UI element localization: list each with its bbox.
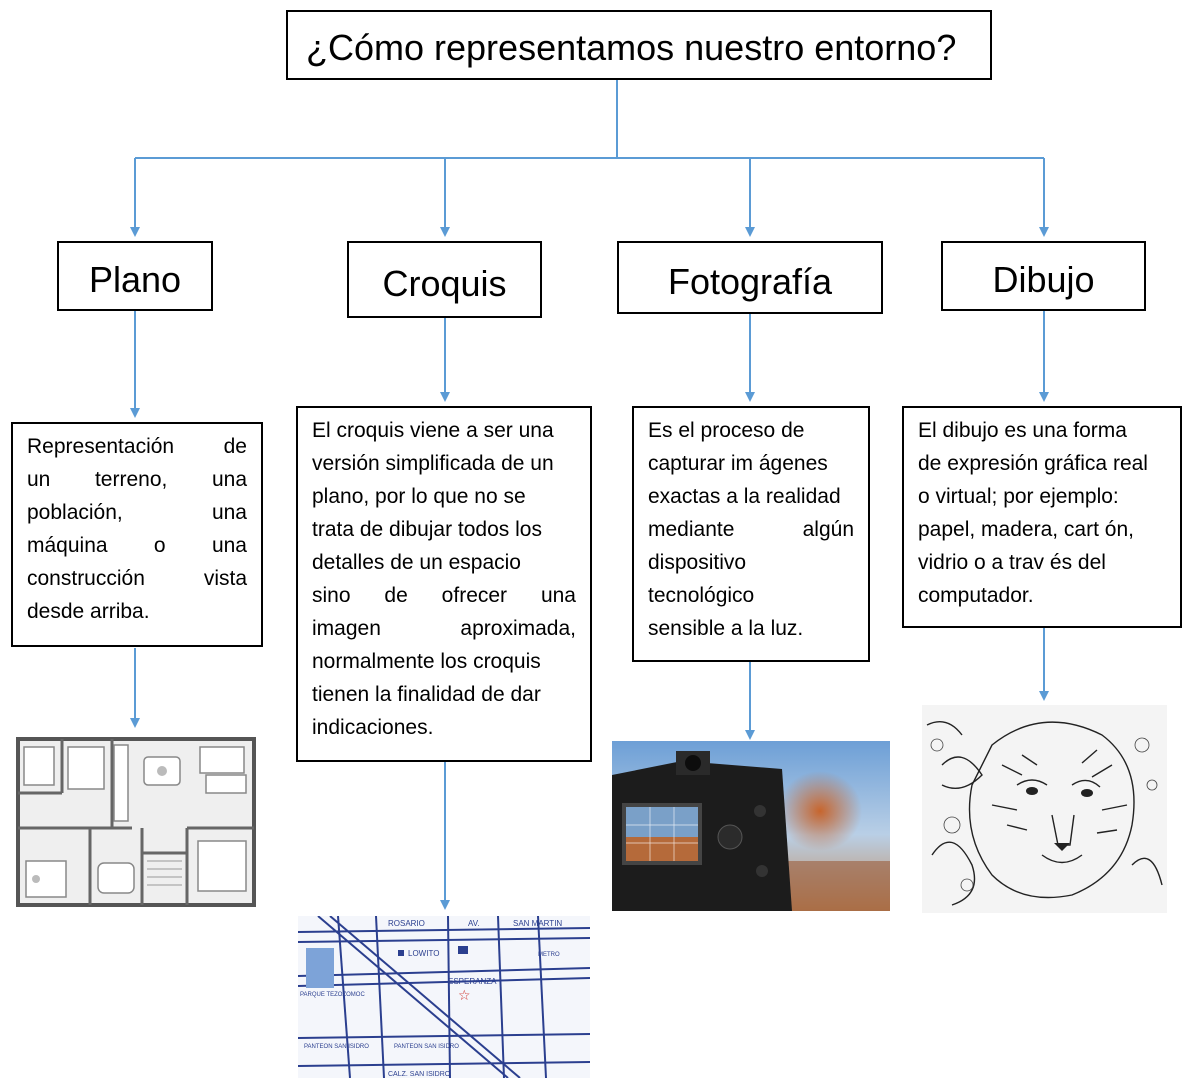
map-label: METRO [538, 952, 560, 958]
map-label: CALZ. SAN ISIDRO [388, 1071, 451, 1078]
description-fotografia: Es el proceso de capturar im ágenes exac… [632, 406, 870, 662]
description-line: de expresión gráfica real [918, 452, 1148, 475]
description-line: desde arriba. [27, 600, 150, 623]
description-line: trata de dibujar todos los [312, 518, 542, 541]
star-marker-icon: ☆ [458, 987, 471, 1003]
diagram-title: ¿Cómo representamos nuestro entorno? [306, 27, 957, 68]
description-line: indicaciones. [312, 716, 434, 739]
description-line: exactas a la realidad [648, 485, 841, 508]
map-label: AV. [468, 919, 480, 928]
category-plano: Plano [57, 241, 213, 311]
category-plano-label: Plano [88, 259, 182, 300]
description-line: tecnológico [648, 584, 755, 607]
description-line: dispositivo [648, 551, 747, 574]
map-label: ROSARIO [388, 919, 425, 928]
description-line: imagen aproximada, [312, 617, 576, 640]
description-line: versión simplificada de un [312, 452, 554, 475]
description-line: población, una [27, 501, 247, 524]
description-line: El dibujo es una forma [918, 419, 1127, 442]
description-line: computador. [918, 584, 1034, 607]
description-line: El croquis viene a ser una [312, 419, 554, 442]
map-label: PANTEON SAN ISIDRO [304, 1044, 369, 1050]
sketch-map-image: ROSARIO AV. SAN MARTIN LOWITO ESPERANZA … [298, 916, 590, 1078]
description-line: sensible a la luz. [648, 617, 804, 640]
description-dibujo: El dibujo es una forma de expresión gráf… [902, 406, 1182, 628]
map-label: SAN MARTIN [513, 919, 562, 928]
category-fotografia: Fotografía [617, 241, 883, 314]
description-line: Es el proceso de [648, 419, 805, 442]
floor-plan-image [12, 733, 260, 911]
description-croquis: El croquis viene a ser una versión simpl… [296, 406, 592, 762]
description-line: mediante algún [648, 518, 854, 541]
category-dibujo-label: Dibujo [992, 259, 1095, 300]
description-line: o virtual; por ejemplo: [918, 485, 1119, 508]
map-label: ESPERANZA [448, 977, 497, 986]
tiger-drawing-image [922, 705, 1167, 913]
description-line: vidrio o a trav és del [918, 551, 1106, 574]
description-line: máquina o una [27, 534, 247, 557]
map-label: PANTEON SAN ISIDRO [394, 1044, 459, 1050]
category-fotografia-label: Fotografía [667, 260, 833, 302]
map-label: PARQUE TEZOZOMOC [300, 992, 365, 998]
description-line: plano, por lo que no se [312, 485, 526, 508]
category-croquis: Croquis [347, 241, 542, 318]
description-line: detalles de un espacio [312, 551, 521, 574]
diagram-title-box: ¿Cómo representamos nuestro entorno? [286, 10, 992, 80]
description-line: Representación de [27, 435, 247, 458]
category-dibujo: Dibujo [941, 241, 1146, 311]
description-line: sino de ofrecer una [312, 584, 576, 607]
description-line: un terreno, una [27, 468, 247, 491]
description-plano: Representación de un terreno, una poblac… [11, 422, 263, 647]
description-line: papel, madera, cart ón, [918, 518, 1134, 541]
description-line: tienen la finalidad de dar [312, 683, 541, 706]
description-line: normalmente los croquis [312, 650, 541, 673]
category-croquis-label: Croquis [382, 262, 507, 304]
map-label: LOWITO [408, 949, 439, 958]
description-line: capturar im ágenes [648, 452, 828, 475]
description-line: construcción vista [27, 567, 247, 590]
camera-photo-image [612, 741, 890, 911]
